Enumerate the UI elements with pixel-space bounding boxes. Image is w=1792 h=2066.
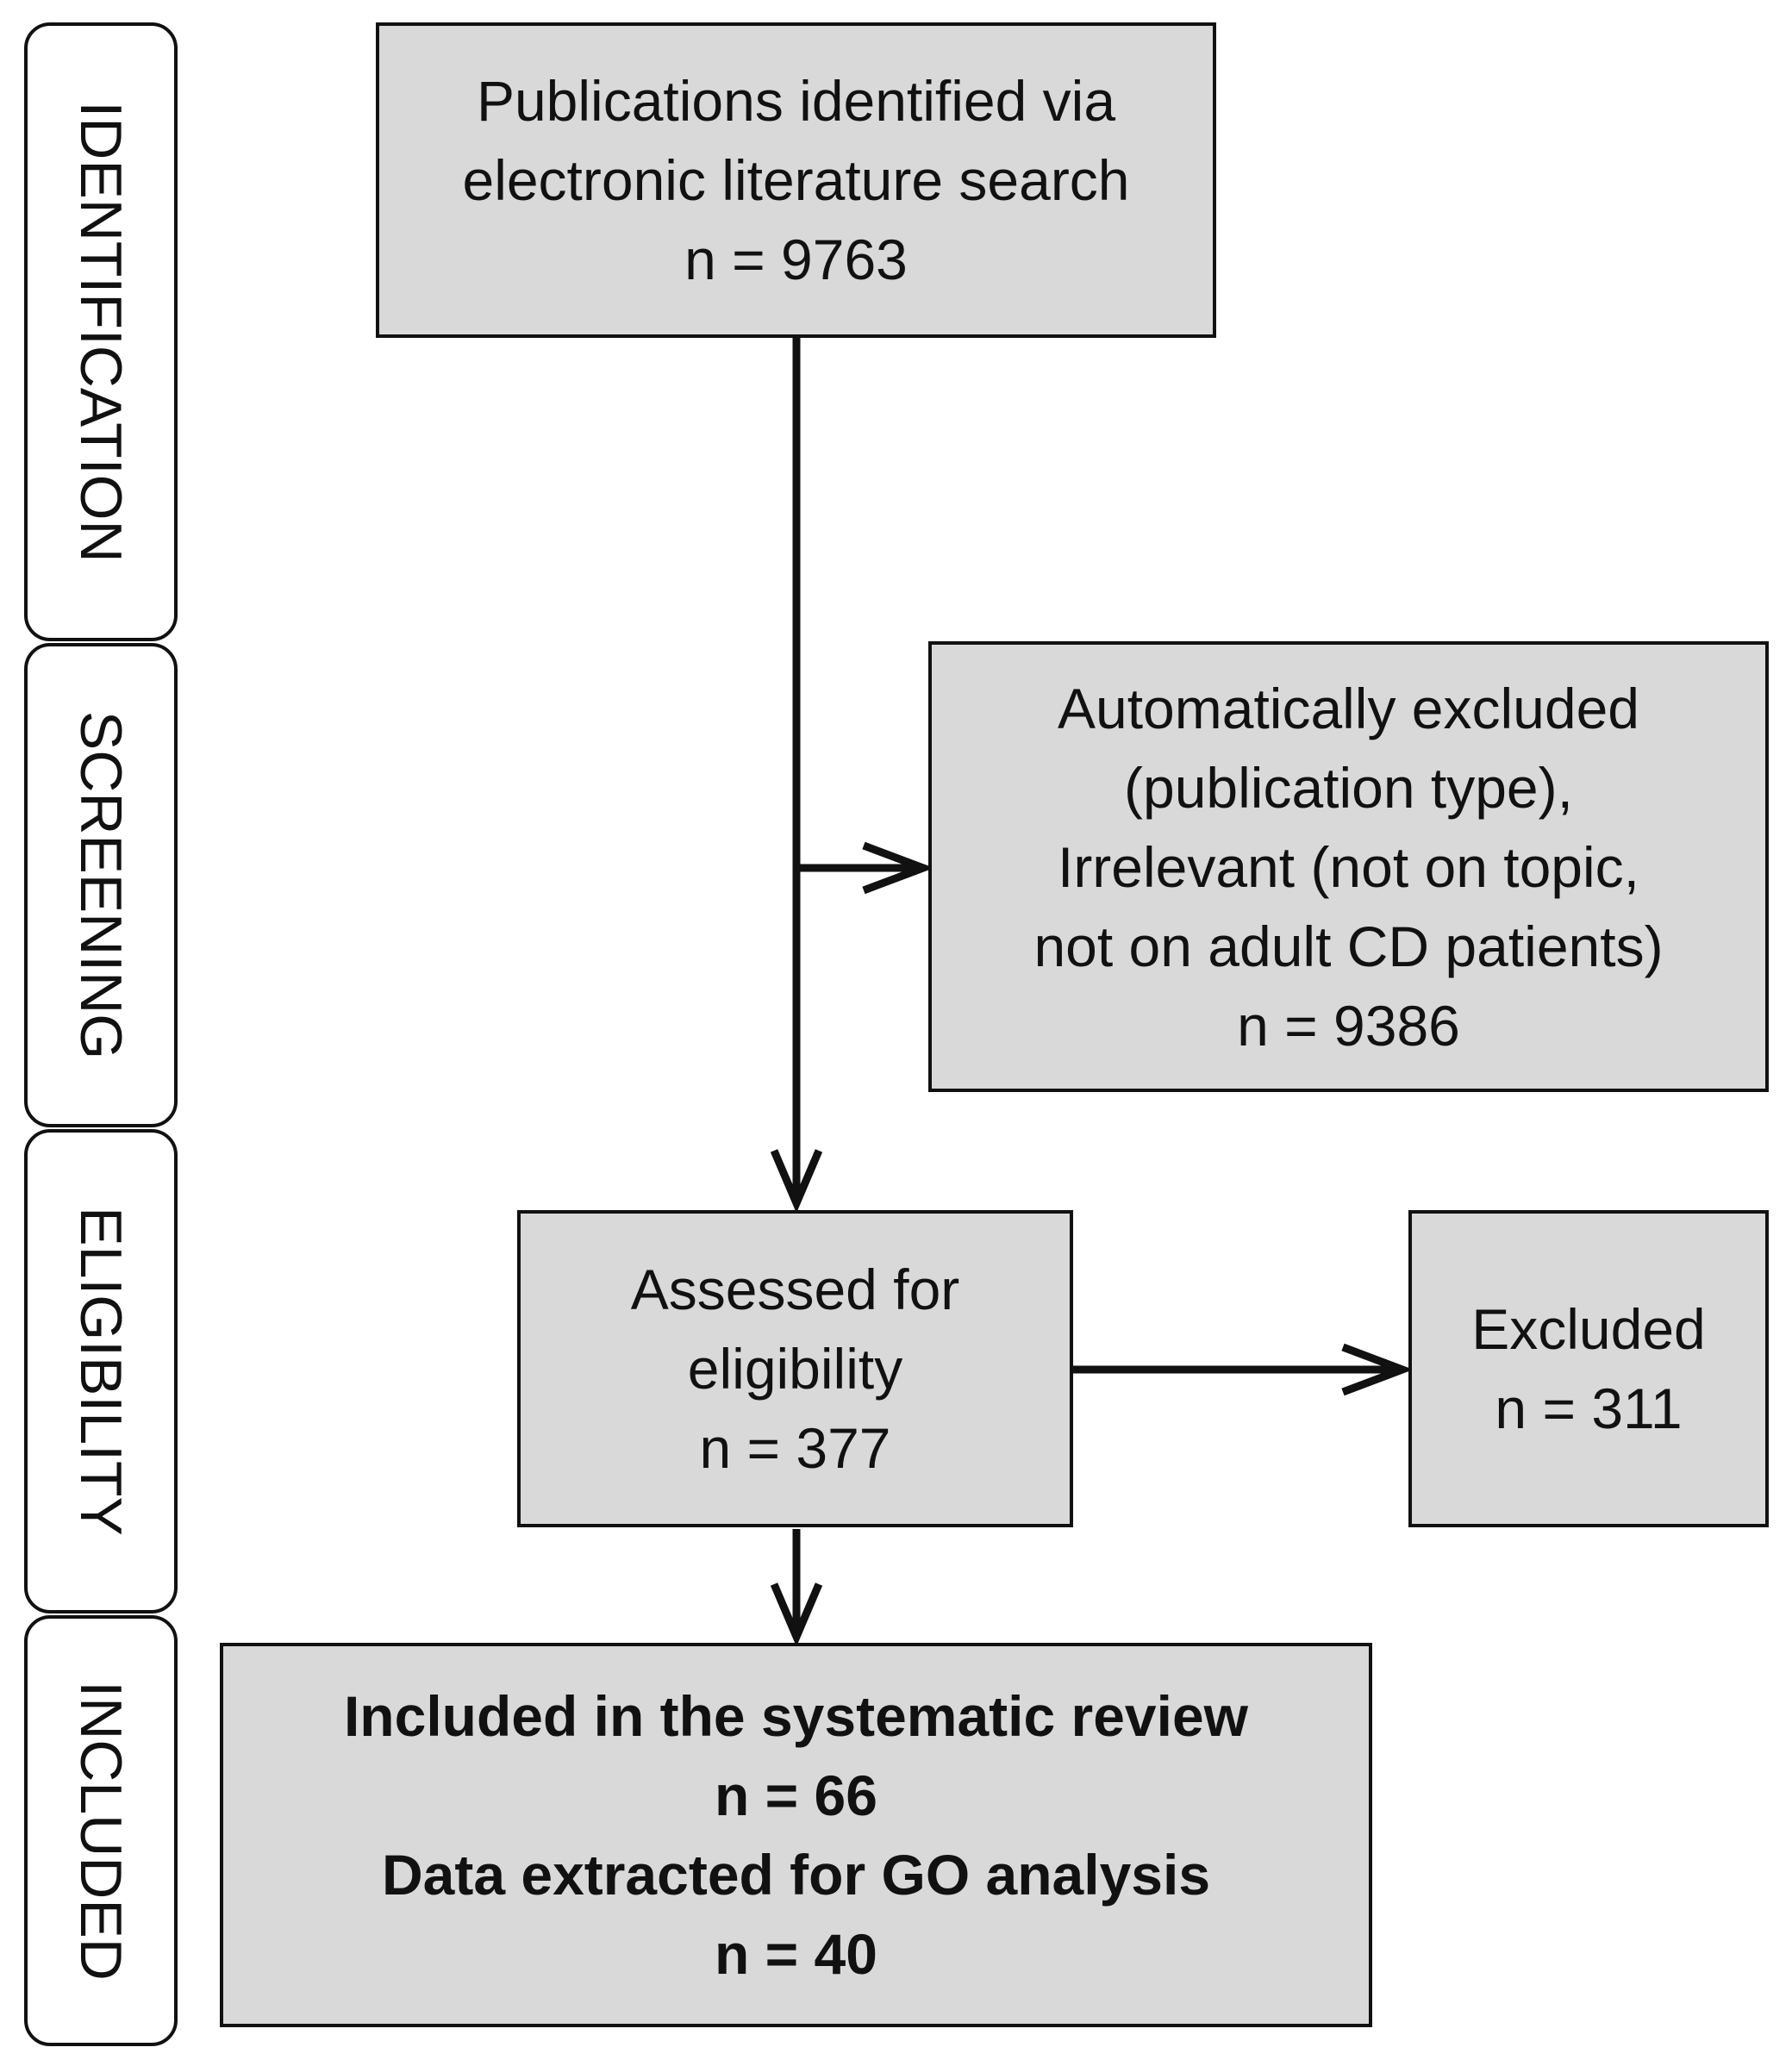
stage-tab-screening: SCREENING <box>24 643 178 1127</box>
arrowhead-included <box>770 1582 823 1647</box>
stage-tab-included: INCLUDED <box>24 1615 178 2046</box>
box-included: Included in the systematic review n = 66… <box>220 1643 1372 2027</box>
assessed-line-1: Assessed for <box>630 1258 960 1321</box>
assessed-count: n = 377 <box>699 1416 891 1480</box>
identified-count: n = 9763 <box>684 228 908 291</box>
box-identified: Publications identified via electronic l… <box>376 22 1216 338</box>
identified-line-1: Publications identified via <box>476 69 1116 133</box>
auto-excluded-line-4: not on adult CD patients) <box>1033 914 1664 978</box>
auto-excluded-line-3: Irrelevant (not on topic, <box>1057 834 1640 899</box>
included-count: n = 66 <box>715 1763 877 1827</box>
box-auto-excluded: Automatically excluded (publication type… <box>928 641 1769 1092</box>
go-analysis-line: Data extracted for GO analysis <box>381 1843 1211 1907</box>
excluded-count: n = 311 <box>1495 1376 1683 1440</box>
auto-excluded-line-1: Automatically excluded <box>1057 676 1640 740</box>
stage-tab-eligibility: ELIGIBILITY <box>24 1129 178 1613</box>
auto-excluded-count: n = 9386 <box>1237 993 1460 1058</box>
identified-line-2: electronic literature search <box>462 148 1130 212</box>
arrowhead-auto-excluded <box>862 841 934 895</box>
excluded-line-1: Excluded <box>1471 1297 1706 1361</box>
assessed-line-2: eligibility <box>687 1337 903 1401</box>
auto-excluded-line-2: (publication type), <box>1124 755 1573 820</box>
arrowhead-excluded <box>1341 1343 1414 1396</box>
included-line-1: Included in the systematic review <box>343 1684 1249 1748</box>
box-assessed: Assessed for eligibility n = 377 <box>517 1210 1073 1527</box>
arrowhead-assessed <box>770 1149 823 1214</box>
stage-tab-identification: IDENTIFICATION <box>24 22 178 641</box>
go-analysis-count: n = 40 <box>715 1922 877 1986</box>
box-excluded: Excluded n = 311 <box>1408 1210 1769 1527</box>
